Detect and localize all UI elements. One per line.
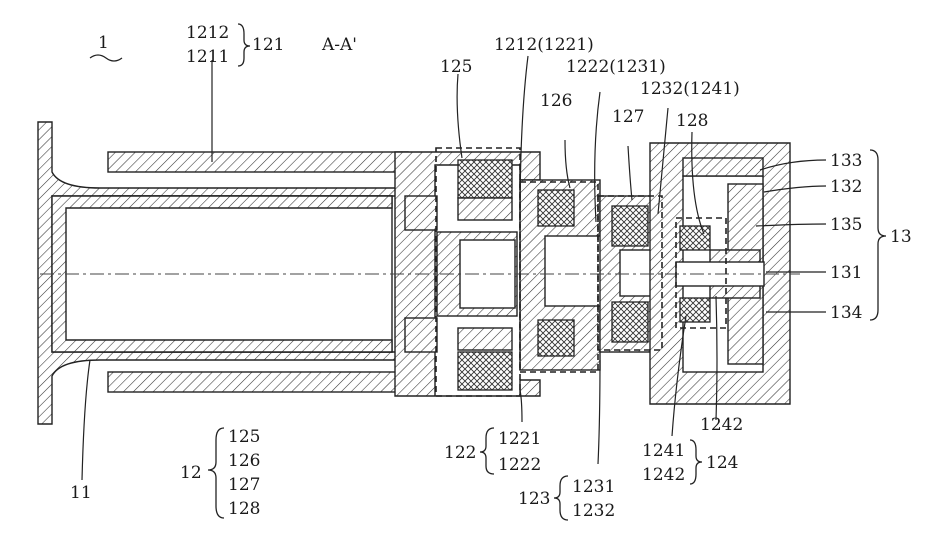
group-124-name: 124 — [706, 453, 738, 473]
group-122-item: 1222 — [498, 455, 541, 475]
group-123-item: 1232 — [572, 501, 615, 521]
group-12-item: 128 — [228, 499, 260, 519]
group-12-item: 125 — [228, 427, 260, 447]
label-1242-bottom: 1242 — [700, 415, 743, 435]
group-12-item: 127 — [228, 475, 260, 495]
stage-126 — [520, 180, 605, 370]
group-123-name: 123 — [518, 489, 550, 509]
group-12-name: 12 — [180, 463, 202, 483]
group-12-item: 126 — [228, 451, 260, 471]
label-127: 127 — [612, 107, 644, 127]
group-123-item: 1231 — [572, 477, 615, 497]
label-125: 125 — [440, 57, 472, 77]
label-128: 128 — [676, 111, 708, 131]
group-122-item: 1221 — [498, 429, 541, 449]
label-1222-1231: 1222(1231) — [566, 57, 666, 77]
label-1212-1221: 1212(1221) — [494, 35, 594, 55]
label-1211: 1211 — [186, 47, 229, 67]
label-1212: 1212 — [186, 23, 229, 43]
group-124-item: 1241 — [642, 441, 685, 461]
label-13: 13 — [890, 227, 912, 247]
ref-squiggle — [90, 55, 122, 61]
figure-ref: 1 — [98, 33, 109, 53]
label-134: 134 — [830, 303, 862, 323]
group-122-name: 122 — [444, 443, 476, 463]
label-126: 126 — [540, 91, 572, 111]
label-11: 11 — [70, 483, 92, 503]
label-131: 131 — [830, 263, 862, 283]
label-121: 121 — [252, 35, 284, 55]
label-135: 135 — [830, 215, 862, 235]
section-label: A-A' — [321, 35, 357, 55]
label-133: 133 — [830, 151, 862, 171]
stage-125 — [437, 160, 517, 390]
label-132: 132 — [830, 177, 862, 197]
label-1232-1241: 1232(1241) — [640, 79, 740, 99]
group-124-item: 1242 — [642, 465, 685, 485]
